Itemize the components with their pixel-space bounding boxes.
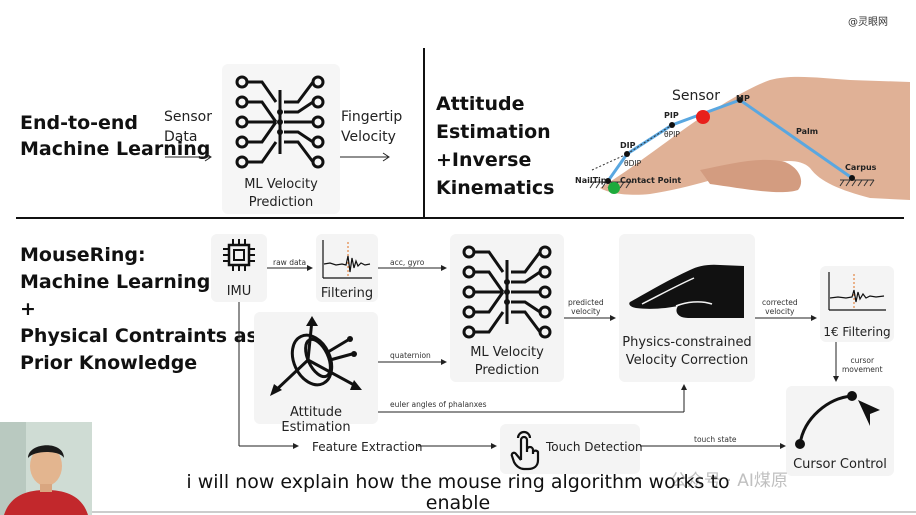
- imu-label: IMU: [226, 284, 252, 299]
- fingertip-velocity-label: Fingertip Velocity: [341, 109, 403, 145]
- attitude-box: [254, 312, 378, 424]
- filtered-signal-icon: [828, 272, 886, 311]
- quaternion-label: quaternion: [390, 351, 431, 360]
- cursor-control-label: Cursor Control: [793, 457, 887, 472]
- cursor-arc-icon: [795, 391, 880, 449]
- raw-data-label: raw data: [273, 258, 307, 267]
- attitude-ik-heading: Attitude Estimation +Inverse Kinematics: [436, 93, 555, 199]
- hand-theta-pip-label: θPIP: [664, 130, 680, 139]
- hand-contact-point-label: Contact Point: [620, 176, 682, 185]
- sensor-data-label: Sensor Data: [164, 109, 212, 145]
- filtering-label: Filtering: [320, 286, 374, 301]
- hand-theta-dip-label: θDIP: [624, 159, 642, 168]
- speaker-silhouette: [0, 422, 92, 515]
- cursor-movement-label: cursor movement: [842, 356, 883, 374]
- physics-caption: Physics-constrained Velocity Correction: [622, 335, 752, 368]
- neural-network-icon: [235, 75, 325, 169]
- hand-sensor-label: Sensor: [672, 88, 720, 104]
- end-to-end-heading: End-to-end Machine Learning: [20, 112, 211, 160]
- watermark-bottom: 公众号 · AI煤原: [670, 471, 788, 491]
- neural-network-icon-bottom: [462, 245, 552, 339]
- acc-gyro-label: acc, gyro: [390, 258, 425, 267]
- speaker-webcam: [0, 422, 92, 515]
- filtering-box: [316, 234, 378, 302]
- touch-detection-label: Touch Detection: [546, 440, 643, 454]
- predicted-velocity-label: predicted velocity: [568, 298, 604, 316]
- mousering-heading: MouseRing: Machine Learning + Physical C…: [20, 244, 258, 374]
- chip-icon: [223, 239, 255, 271]
- one-euro-label: 1€ Filtering: [823, 325, 891, 339]
- euler-angles-label: euler angles of phalanxes: [390, 400, 487, 409]
- pointing-hand-icon: [629, 264, 744, 318]
- subtitle-line-1: i will now explain how the mouse ring al…: [186, 471, 730, 493]
- hand-kinematics-illustration: [589, 76, 910, 200]
- hand-pip-label: PIP: [664, 111, 679, 120]
- hand-mp-label: MP: [736, 94, 750, 103]
- hand-palm-label: Palm: [796, 127, 819, 136]
- watermark-top: @灵眼网: [848, 17, 888, 28]
- hand-carpus-label: Carpus: [845, 163, 877, 172]
- corrected-velocity-label: corrected velocity: [762, 298, 798, 316]
- feature-extraction-label: Feature Extraction: [312, 440, 423, 454]
- touch-state-label: touch state: [694, 435, 737, 444]
- one-euro-box: [820, 266, 894, 342]
- signal-plot-icon: [322, 240, 372, 279]
- attitude-ring-icon: [270, 316, 362, 396]
- touch-hand-icon: [510, 430, 540, 471]
- subtitle-line-2: enable: [425, 492, 491, 514]
- hand-nailtip-label: NailTip: [575, 176, 607, 185]
- ml-velocity-caption-top: ML Velocity Prediction: [244, 177, 318, 210]
- hand-dip-label: DIP: [620, 141, 636, 150]
- attitude-label: Attitude Estimation: [281, 405, 351, 435]
- ml-velocity-caption-bottom: ML Velocity Prediction: [470, 345, 544, 378]
